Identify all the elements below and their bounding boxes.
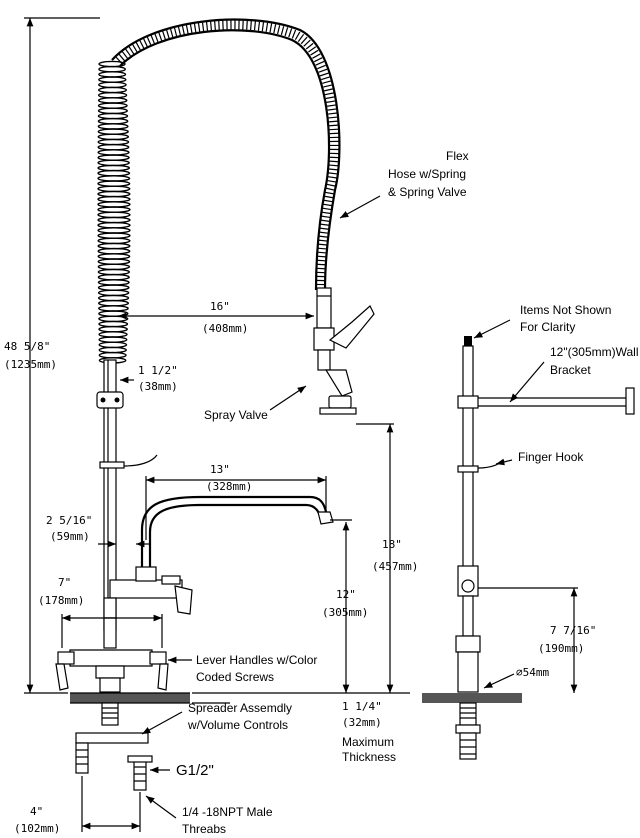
dim-valve-height-mm: (457mm) <box>372 560 418 573</box>
dim-spout-reach-in: 13" <box>210 463 230 476</box>
spray-valve-label: Spray Valve <box>204 408 268 422</box>
flex-hose <box>111 18 341 291</box>
dim-overall-height <box>24 17 100 694</box>
dim-spout-reach <box>145 476 327 540</box>
dim-side-height <box>478 587 578 693</box>
dim-handle-span-mm: (178mm) <box>38 594 84 607</box>
dim-shank-spacing <box>81 776 141 832</box>
spreader-body <box>55 617 169 693</box>
swing-spout <box>140 495 334 567</box>
diameter-label: ∅54mm <box>516 666 549 679</box>
max-thickness-line2: Thickness <box>342 750 396 764</box>
underside-shanks <box>75 702 153 791</box>
spout-valve-body <box>103 566 193 619</box>
finger-hook <box>99 454 158 469</box>
dim-side-height-in: 7 7/16" <box>550 624 596 637</box>
items-not-shown-2: For Clarity <box>520 320 575 334</box>
counter-deck <box>70 692 190 704</box>
riser-bracket <box>96 391 124 409</box>
dim-hose-reach-in: 16" <box>210 300 230 313</box>
spreader-label-2: w/Volume Controls <box>187 718 288 732</box>
g-thread-label: G1/2" <box>176 762 214 779</box>
dim-overall-height-in: 48 5/8" <box>4 340 50 353</box>
dim-spout-reach-mm: (328mm) <box>206 480 252 493</box>
dim-deck-thickness-in: 1 1/4" <box>342 700 382 713</box>
dim-handle-span <box>61 614 163 648</box>
lever-handles-label-2: Coded Screws <box>196 670 274 684</box>
lever-handles-label-1: Lever Handles w/Color <box>196 653 317 667</box>
dim-hose-reach-mm: (408mm) <box>202 322 248 335</box>
dim-riser-offset-mm: (38mm) <box>138 380 178 393</box>
dim-deck-thickness-mm: (32mm) <box>342 716 382 729</box>
dim-side-height-mm: (190mm) <box>538 642 584 655</box>
wall-bracket-label-2: Bracket <box>550 363 591 377</box>
dim-shank-spacing-in: 4" <box>30 805 43 818</box>
finger-hook-label: Finger Hook <box>518 450 584 464</box>
dim-spout-offset-in: 2 5/16" <box>46 514 92 527</box>
dim-riser-offset-in: 1 1/2" <box>138 364 178 377</box>
side-view <box>422 336 635 760</box>
dim-valve-height <box>356 423 394 693</box>
spreader-label-1: Spreader Assemdly <box>188 701 292 715</box>
thread-male-label-2: Threabs <box>182 822 226 836</box>
dim-overall-height-mm: (1235mm) <box>4 358 57 371</box>
dim-spout-offset-mm: (59mm) <box>50 530 90 543</box>
max-thickness-line1: Maximum <box>342 735 394 749</box>
flex-hose-label-3: & Spring Valve <box>388 185 467 199</box>
flex-hose-label-2: Hose w/Spring <box>388 167 466 181</box>
dim-valve-height-in: 18" <box>382 538 402 551</box>
dim-handle-span-in: 7" <box>58 576 71 589</box>
spray-valve <box>313 287 375 415</box>
dim-spout-height-mm: (305mm) <box>322 606 368 619</box>
dim-deck-thickness <box>192 692 410 704</box>
dim-spout-height <box>330 519 352 693</box>
wall-bracket-label-1: 12"(305mm)Wall <box>550 345 639 359</box>
dim-spout-height-in: 12" <box>336 588 356 601</box>
flex-hose-label-1: Flex <box>446 149 469 163</box>
dim-shank-spacing-mm: (102mm) <box>14 822 60 835</box>
items-not-shown-1: Items Not Shown <box>520 303 611 317</box>
thread-male-label-1: 1/4 -18NPT Male <box>182 805 273 819</box>
spring-coil <box>97 60 131 364</box>
